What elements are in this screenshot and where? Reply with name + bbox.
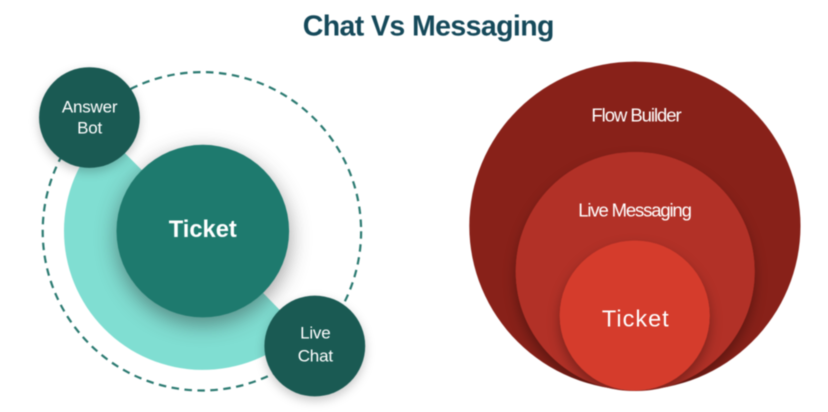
svg-text:Live Messaging: Live Messaging — [578, 200, 691, 221]
svg-text:Chat: Chat — [298, 346, 334, 365]
svg-text:Chat Vs Messaging: Chat Vs Messaging — [303, 11, 554, 43]
svg-text:Flow Builder: Flow Builder — [591, 105, 681, 126]
svg-text:Bot: Bot — [77, 119, 102, 138]
svg-text:Answer: Answer — [62, 98, 118, 117]
svg-text:Live: Live — [300, 324, 330, 343]
svg-text:Ticket: Ticket — [602, 306, 670, 332]
svg-text:Ticket: Ticket — [169, 217, 237, 243]
